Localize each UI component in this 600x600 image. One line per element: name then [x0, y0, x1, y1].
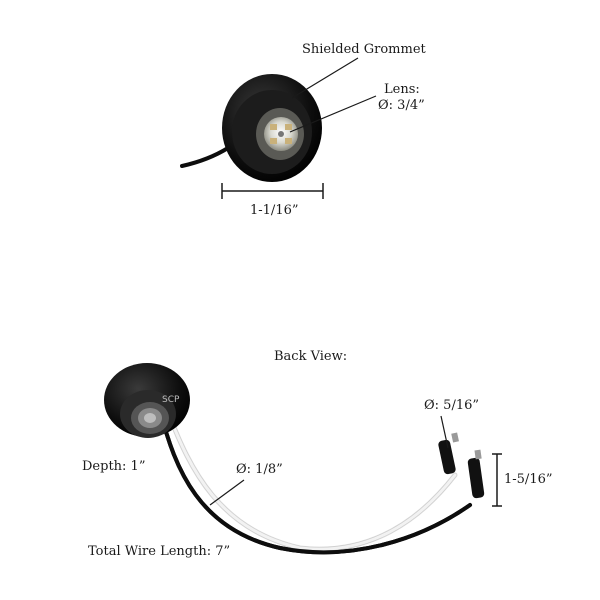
grommet-label: Shielded Grommet	[302, 42, 426, 57]
front-wire	[180, 146, 230, 168]
grommet-leader	[291, 57, 359, 99]
brand-mark: SCP	[162, 395, 180, 405]
wire-diameter: Ø: 1/8”	[236, 462, 283, 477]
plug-height: 1-5/16”	[504, 472, 553, 487]
bullet-plugs	[438, 432, 485, 499]
plug-height-dimension	[492, 453, 502, 507]
depth-label: Depth: 1”	[82, 459, 146, 474]
wire-dia-leader	[209, 479, 245, 506]
lens-leader	[289, 95, 377, 133]
width-dimension-label: 1-1/16”	[250, 203, 299, 218]
wire-length: Total Wire Length: 7”	[88, 544, 231, 559]
width-dimension	[221, 183, 324, 199]
white-wire	[166, 410, 457, 552]
front-view	[180, 57, 377, 199]
plug-diameter: Ø: 5/16”	[424, 398, 480, 413]
back-view-title: Back View:	[274, 349, 348, 364]
plug-dia-leader	[440, 415, 449, 449]
lens-label: Lens:	[384, 82, 420, 97]
lens-diameter: Ø: 3/4”	[378, 98, 425, 113]
back-view	[104, 363, 502, 555]
